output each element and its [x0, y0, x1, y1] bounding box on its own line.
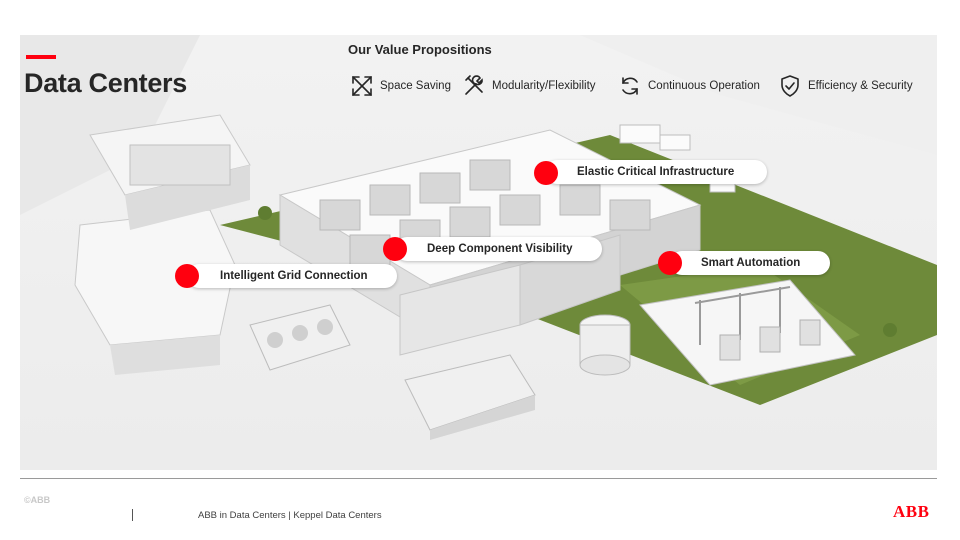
hotspot-marker[interactable] — [534, 161, 558, 185]
hotspot-marker[interactable] — [383, 237, 407, 261]
value-prop-label: Continuous Operation — [648, 80, 760, 92]
abb-logo: ABB — [893, 502, 930, 521]
callout-deep-component-visibility[interactable]: Deep Component Visibility — [395, 237, 602, 261]
page-title: Data Centers — [24, 68, 187, 98]
value-propositions-heading: Our Value Propositions — [348, 42, 492, 57]
tools-icon — [465, 75, 483, 95]
refresh-cycle-icon — [622, 77, 638, 95]
value-prop-modularity: Modularity/Flexibility — [462, 74, 596, 98]
callout-label: Intelligent Grid Connection — [220, 270, 368, 282]
hotspot-marker[interactable] — [658, 251, 682, 275]
callout-smart-automation[interactable]: Smart Automation — [670, 251, 830, 275]
callout-intelligent-grid-connection[interactable]: Intelligent Grid Connection — [187, 264, 397, 288]
copyright: ©ABB — [24, 495, 51, 505]
callout-label: Deep Component Visibility — [427, 243, 573, 255]
value-prop-label: Modularity/Flexibility — [492, 80, 596, 92]
footer-text: ABB in Data Centers | Keppel Data Center… — [198, 510, 382, 521]
hotspot-marker[interactable] — [175, 264, 199, 288]
expand-arrows-icon — [352, 76, 372, 96]
callout-elastic-critical-infrastructure[interactable]: Elastic Critical Infrastructure — [545, 160, 767, 184]
footer-divider — [20, 478, 937, 479]
value-prop-label: Space Saving — [380, 80, 451, 92]
value-prop-efficiency-security: Efficiency & Security — [778, 74, 913, 98]
isometric-campus-drawing — [20, 35, 937, 440]
callout-label: Smart Automation — [701, 257, 801, 269]
footer-separator — [132, 509, 133, 521]
value-prop-continuous-operation: Continuous Operation — [618, 74, 760, 98]
value-prop-space-saving: Space Saving — [350, 74, 451, 98]
value-prop-label: Efficiency & Security — [808, 80, 913, 92]
callout-label: Elastic Critical Infrastructure — [577, 166, 735, 178]
title-accent-bar — [26, 55, 56, 59]
shield-check-icon — [781, 75, 799, 97]
